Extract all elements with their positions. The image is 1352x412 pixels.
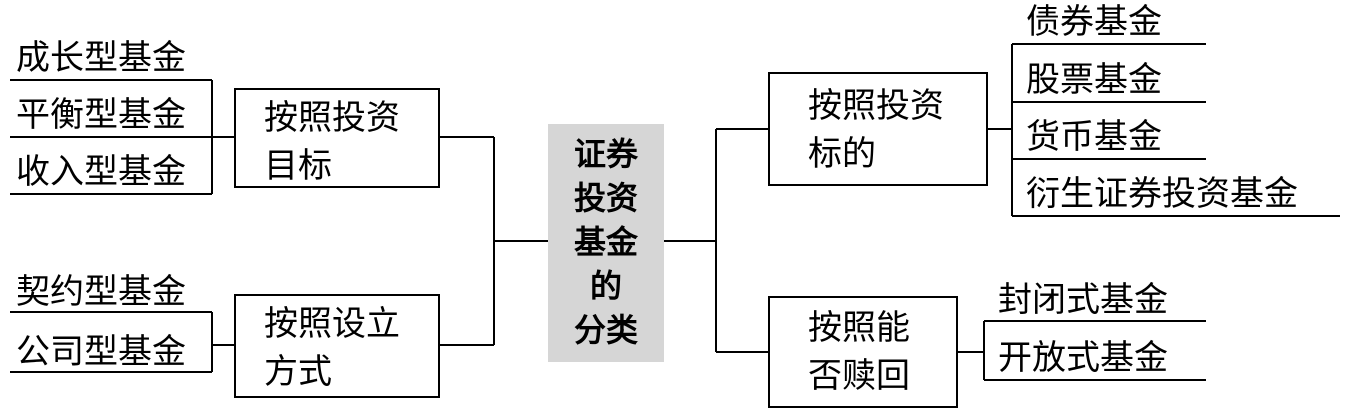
item-income-fund: 收入型基金	[16, 152, 186, 192]
item-contractual-fund: 契约型基金	[16, 272, 186, 312]
item-open-end-fund: 开放式基金	[998, 338, 1168, 378]
item-bond-fund: 债券基金	[1026, 2, 1162, 42]
category-by-redeemability: 按照能 否赎回	[768, 296, 958, 408]
category-label: 按照投资 标的	[808, 86, 944, 174]
item-money-market-fund: 货币基金	[1026, 117, 1162, 157]
category-by-establishment-method: 按照设立 方式	[234, 294, 440, 398]
category-label: 按照投资 目标	[264, 98, 400, 186]
item-stock-fund: 股票基金	[1026, 60, 1162, 100]
item-growth-fund: 成长型基金	[16, 38, 186, 78]
category-by-investment-target: 按照投资 标的	[768, 72, 988, 186]
item-closed-end-fund: 封闭式基金	[998, 280, 1168, 320]
category-label: 按照设立 方式	[264, 304, 400, 392]
item-balanced-fund: 平衡型基金	[16, 95, 186, 135]
item-derivative-fund: 衍生证券投资基金	[1026, 174, 1298, 214]
category-label: 按照能 否赎回	[808, 308, 910, 396]
category-by-investment-objective: 按照投资 目标	[234, 88, 440, 188]
item-corporate-fund: 公司型基金	[16, 332, 186, 372]
center-label: 证券 投资 基金 的 分类	[573, 135, 638, 349]
center-topic: 证券 投资 基金 的 分类	[548, 124, 664, 362]
